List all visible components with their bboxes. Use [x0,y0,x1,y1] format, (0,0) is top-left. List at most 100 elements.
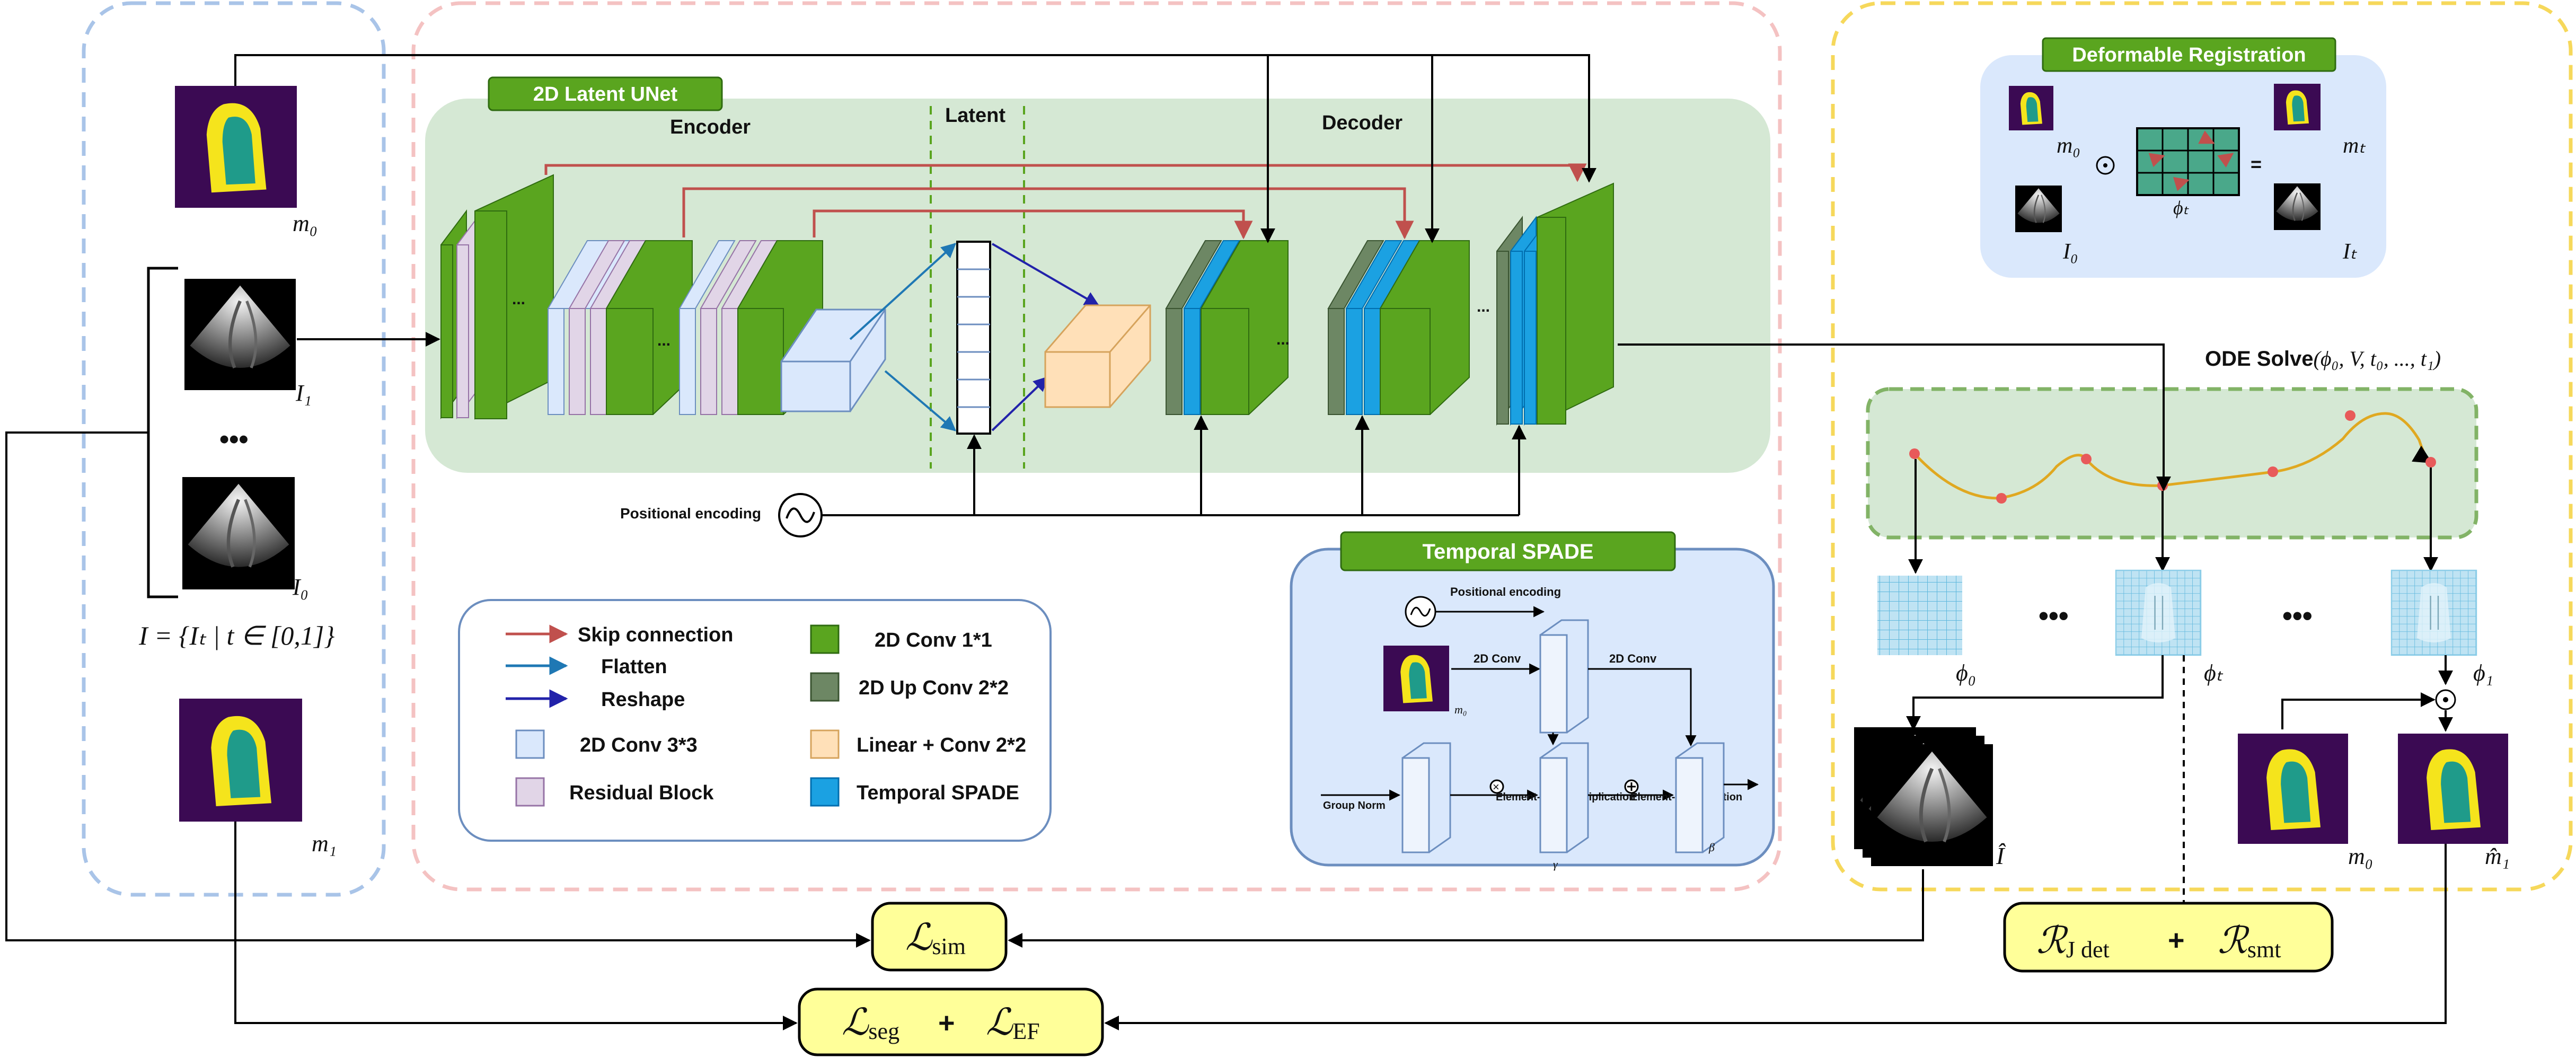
flatten-arrow-up [849,243,957,340]
enc-conv3x3-b [678,240,736,415]
loss-ef: ℒEF [986,1002,1040,1044]
m1hat-to-loss-seg [1104,844,2447,1030]
spade-beta-block [1675,742,1725,853]
m1hat-label: m̂₁ [2485,843,2510,869]
registration-m0-image [2009,86,2053,130]
legend-residual-label: Residual Block [569,782,714,804]
ode-dots-1: ••• [2039,600,2069,632]
enc-residual-b [568,240,625,415]
unet-pos-encoding-label: Positional encoding [620,505,761,522]
enc-ellipsis-1: ... [512,290,525,308]
loss-sim: ℒsim [905,918,966,959]
ode-point-3 [2081,454,2092,464]
legend-reshape-label: Reshape [601,689,685,711]
enc-conv1x1-c [606,240,693,415]
frames-dots: ••• [219,424,249,455]
dec-conv1x1-b [1380,240,1470,415]
warped-image [1871,744,1993,866]
registration-odot-dot [2103,163,2107,167]
legend-spade-label: Temporal SPADE [857,782,1019,804]
image-sequence-label: I = {Iₜ | t ∈ [0,1]} [138,621,334,650]
latent-label: Latent [945,104,1005,127]
spade-norm-block [1401,742,1451,853]
ode-box [1866,387,2478,540]
dec-ellipsis-2: ... [1477,298,1490,315]
spade-group-norm-label: Group Norm [1323,800,1386,812]
legend-conv1x1-swatch [810,624,840,654]
dec-spade-b [1345,240,1402,415]
echo-I0-image [182,477,295,589]
skip-connection-outer [544,163,1587,182]
legend-linear-swatch [810,729,840,759]
legend-flatten-label: Flatten [601,656,667,678]
loss-seg: ℒseg [842,1002,899,1044]
spade-conv-block [1539,619,1589,734]
unet-title: 2D Latent UNet [533,83,678,105]
m1-to-loss-seg [234,822,798,1030]
spade-add-plus [1627,782,1636,791]
skip-connection-inner [813,209,1253,240]
registration-I0-label: I₀ [2062,240,2078,264]
enc-residual-e [721,240,778,415]
registration-odot-circle [2096,156,2115,175]
registration-panel [1831,1,2573,892]
I1-label: I₁ [295,380,312,406]
registration-eq: = [2251,153,2262,175]
I0-label: I₀ [292,574,308,600]
phi0-field [1877,576,1962,655]
legend-conv1x1-label: 2D Conv 1*1 [875,629,992,651]
frame-bracket [147,267,178,598]
registration-It-image [2273,182,2322,231]
encoder-label: Encoder [670,116,751,138]
registration-mt-image [2274,84,2321,130]
ode-trajectory [1913,412,2432,500]
echo-I1-image [184,279,296,390]
registration-title-box [2042,37,2336,72]
legend-linear-label: Linear + Conv 2*2 [857,734,1026,756]
m0-label: m₀ [293,210,317,236]
phit-to-warped [1906,655,2164,731]
input-panel [82,1,386,897]
decoder-blocks: ... ... [1165,182,1614,426]
sine-glyph [786,507,815,523]
reg-loss-jdet: ℛJ det [2036,921,2110,963]
registration-m0-label: m₀ [2057,134,2080,158]
loss-seg-ef-box [798,988,1104,1056]
dec-conv1x1-a [1201,240,1289,415]
loss-plus-1: + [938,1007,955,1039]
warped-image-label: Î [1996,842,2006,869]
reshape-arrow-down [991,376,1049,431]
dec-upconv-b [1327,240,1384,415]
ode-label-prefix: ODE Solve [2205,347,2314,371]
reshape-arrow-up [991,243,1100,306]
phi1-label: ϕ₁ [2473,660,2493,686]
registration-I0-image [2014,184,2063,233]
ode-point-7 [2425,457,2436,468]
mask-odot-dot [2443,697,2448,702]
spade-gamma-block [1539,742,1589,853]
encoder-blocks: ... ... [440,174,886,420]
ode-m0-image [2238,734,2348,844]
spade-conv2-label: 2D Conv [1609,652,1657,665]
phi1-field [2390,569,2477,656]
ode-dots-2: ••• [2282,600,2313,632]
registration-title: Deformable Registration [2072,44,2306,66]
legend-conv3x3-label: 2D Conv 3*3 [580,734,698,756]
reg-loss-plus: + [2168,924,2185,956]
unet-title-box [488,76,723,111]
legend-skip-label: Skip connection [578,624,733,646]
ode-point-2 [1996,493,2007,504]
dec-conv1x1-c [1537,182,1614,425]
registration-It-label: Iₜ [2342,240,2357,264]
reg-loss-smt: ℛsmt [2218,921,2281,963]
spade-mult-x: × [1493,780,1499,794]
I-to-loss-sim [5,431,871,948]
m1hat-image [2398,734,2508,844]
network-panel [411,1,1782,892]
spade-conv2-arrow [1588,668,1697,747]
skip-connection-mid [682,187,1414,240]
spade-pos-label: Positional encoding [1450,585,1561,598]
spade-title-box [1340,531,1676,571]
dec-spade-c [1363,240,1421,415]
